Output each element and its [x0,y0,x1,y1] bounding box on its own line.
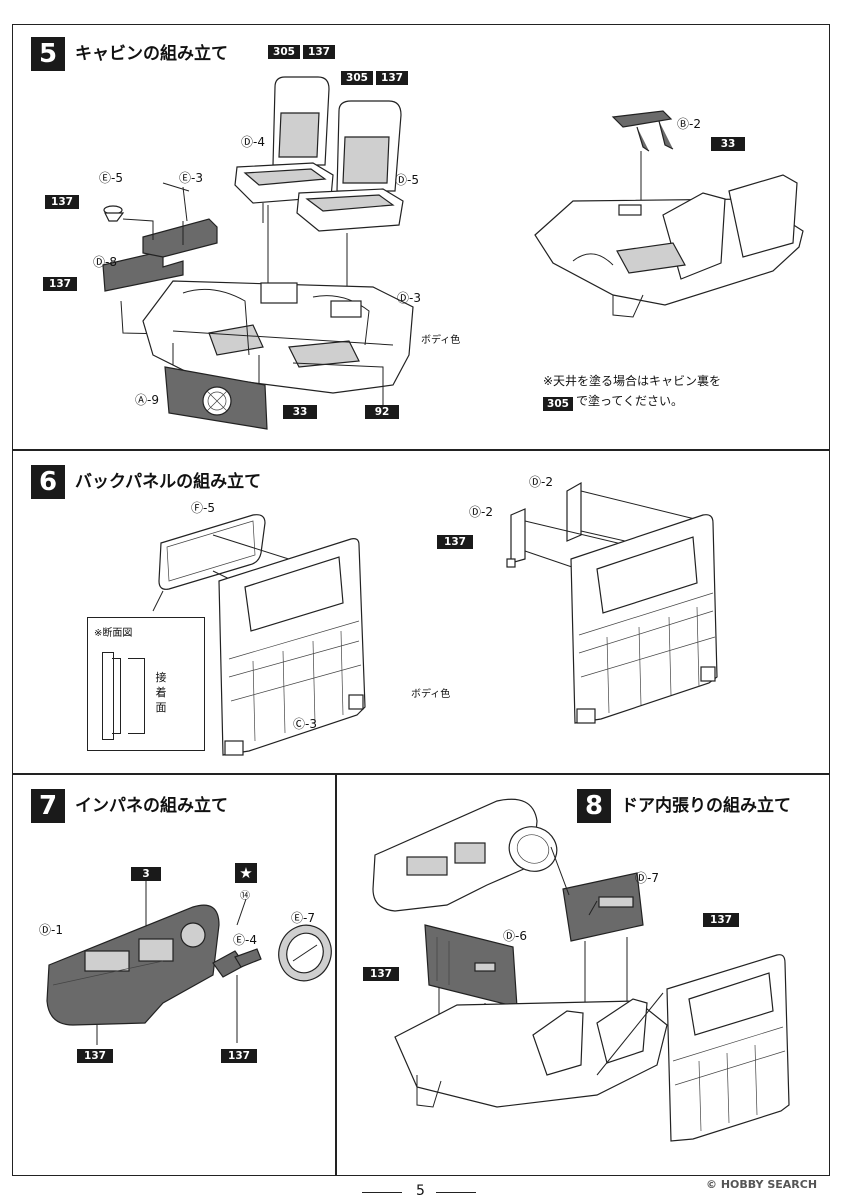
step-8-door-trim-illustration [372,798,790,1142]
cabin-floor-assembled-drawing [394,998,668,1108]
part-c3-back-panel-drawing [218,538,366,756]
label-a9: Ⓐ-9 [135,393,159,407]
cross-section-arrow [128,658,145,734]
label-d7: Ⓓ-7 [635,871,659,885]
code-137-seat-right: 137 [376,71,408,85]
code-137-d2: 137 [437,535,473,549]
star-number: ⑭ [240,891,250,902]
label-body-color-5: ボディ色 [421,335,461,346]
cross-section-outer [102,652,114,740]
page-number-rule-left [362,1192,402,1193]
label-d4: Ⓓ-4 [241,135,265,149]
label-d6: Ⓓ-6 [503,929,527,943]
code-137-d7: 137 [703,913,739,927]
part-d2-top-drawing [566,481,582,542]
cross-section-inner [112,658,121,734]
roof-paint-note-text: で塗ってください。 [576,394,684,408]
code-137-e5: 137 [45,195,79,209]
code-3: 3 [131,867,161,881]
step-5-cabin-illustration [102,76,804,430]
step-7-number: 7 [31,789,65,823]
part-f5-window-drawing [158,514,266,590]
part-e4-column-drawing [212,948,262,978]
code-305-note: 305 [543,397,573,411]
label-f5: Ⓕ-5 [191,501,215,515]
part-e7-steering-wheel-drawing [278,924,332,982]
roof-paint-note-line1: ※天井を塗る場合はキャビン裏を [543,374,722,388]
part-e3-drawing [162,182,190,222]
label-d2-left: Ⓓ-2 [469,505,493,519]
label-d1: Ⓓ-1 [39,923,63,937]
code-137-seat-left: 137 [303,45,335,59]
cross-section-title: ※断面図 [94,628,133,639]
label-c3: Ⓒ-3 [293,717,317,731]
step-8-title: ドア内張りの組み立て [621,796,791,816]
back-panel-assembled-drawing [666,954,790,1142]
code-137-d8: 137 [43,277,77,291]
watermark: © HOBBY SEARCH [706,1178,818,1191]
step-5-number: 5 [31,37,65,71]
step-7-panel: 7 インパネの組み立て 3 ★ ⑭ Ⓓ-1 Ⓔ-4 Ⓔ-7 137 137 [12,774,336,1176]
label-d3: Ⓓ-3 [397,291,421,305]
page-number-rule-right [436,1192,476,1193]
code-137-d6: 137 [363,967,399,981]
label-e7: Ⓔ-7 [291,911,315,925]
code-137-dashboard: 137 [77,1049,113,1063]
part-d1-dashboard-drawing [46,904,220,1026]
part-a9-drawing [164,366,268,430]
cabin-assembled-drawing [534,110,804,318]
step-7-dashboard-illustration [46,881,332,1045]
label-body-color-6: ボディ色 [411,689,451,700]
adhesive-label: 接着面 [155,671,167,714]
part-d2-left-drawing [506,508,526,568]
code-305-seat-right: 305 [341,71,373,85]
label-d8: Ⓓ-8 [93,255,117,269]
step-6-panel: 6 バックパネルの組み立て [12,450,830,774]
step-5-title: キャビンの組み立て [75,44,228,64]
step-6-back-panel-illustration [152,481,718,756]
code-305-seat-left: 305 [268,45,300,59]
step-8-panel: 8 ドア内張りの組み立て [336,774,830,1176]
step-8-number: 8 [577,789,611,823]
label-b2: Ⓑ-2 [677,117,701,131]
label-e5: Ⓔ-5 [99,171,123,185]
star-mark: ★ [235,863,257,883]
part-e5-drawing [103,205,125,222]
code-92-floor: 92 [365,405,399,419]
dashboard-assembled-drawing [372,798,558,912]
cross-section-box: ※断面図 接着面 [87,617,205,751]
page-number: 5 [416,1183,425,1199]
step-6-title: バックパネルの組み立て [75,472,262,492]
part-d6-door-trim-drawing [424,924,518,1008]
part-d7-door-trim-drawing [562,872,644,942]
label-d2-top: Ⓓ-2 [529,475,553,489]
label-d5: Ⓓ-5 [395,173,419,187]
step-6-number: 6 [31,465,65,499]
part-d8-drawing [102,218,218,292]
code-33-a9: 33 [283,405,317,419]
label-e3: Ⓔ-3 [179,171,203,185]
step-5-panel: 5 キャビンの組み立て 305 137 305 137 [12,24,830,450]
label-e4: Ⓔ-4 [233,933,257,947]
code-137-wheel: 137 [221,1049,257,1063]
code-33-b2: 33 [711,137,745,151]
assembled-back-panel-drawing [570,514,718,724]
seat-d5-drawing [296,100,404,232]
step-7-title: インパネの組み立て [75,796,228,816]
